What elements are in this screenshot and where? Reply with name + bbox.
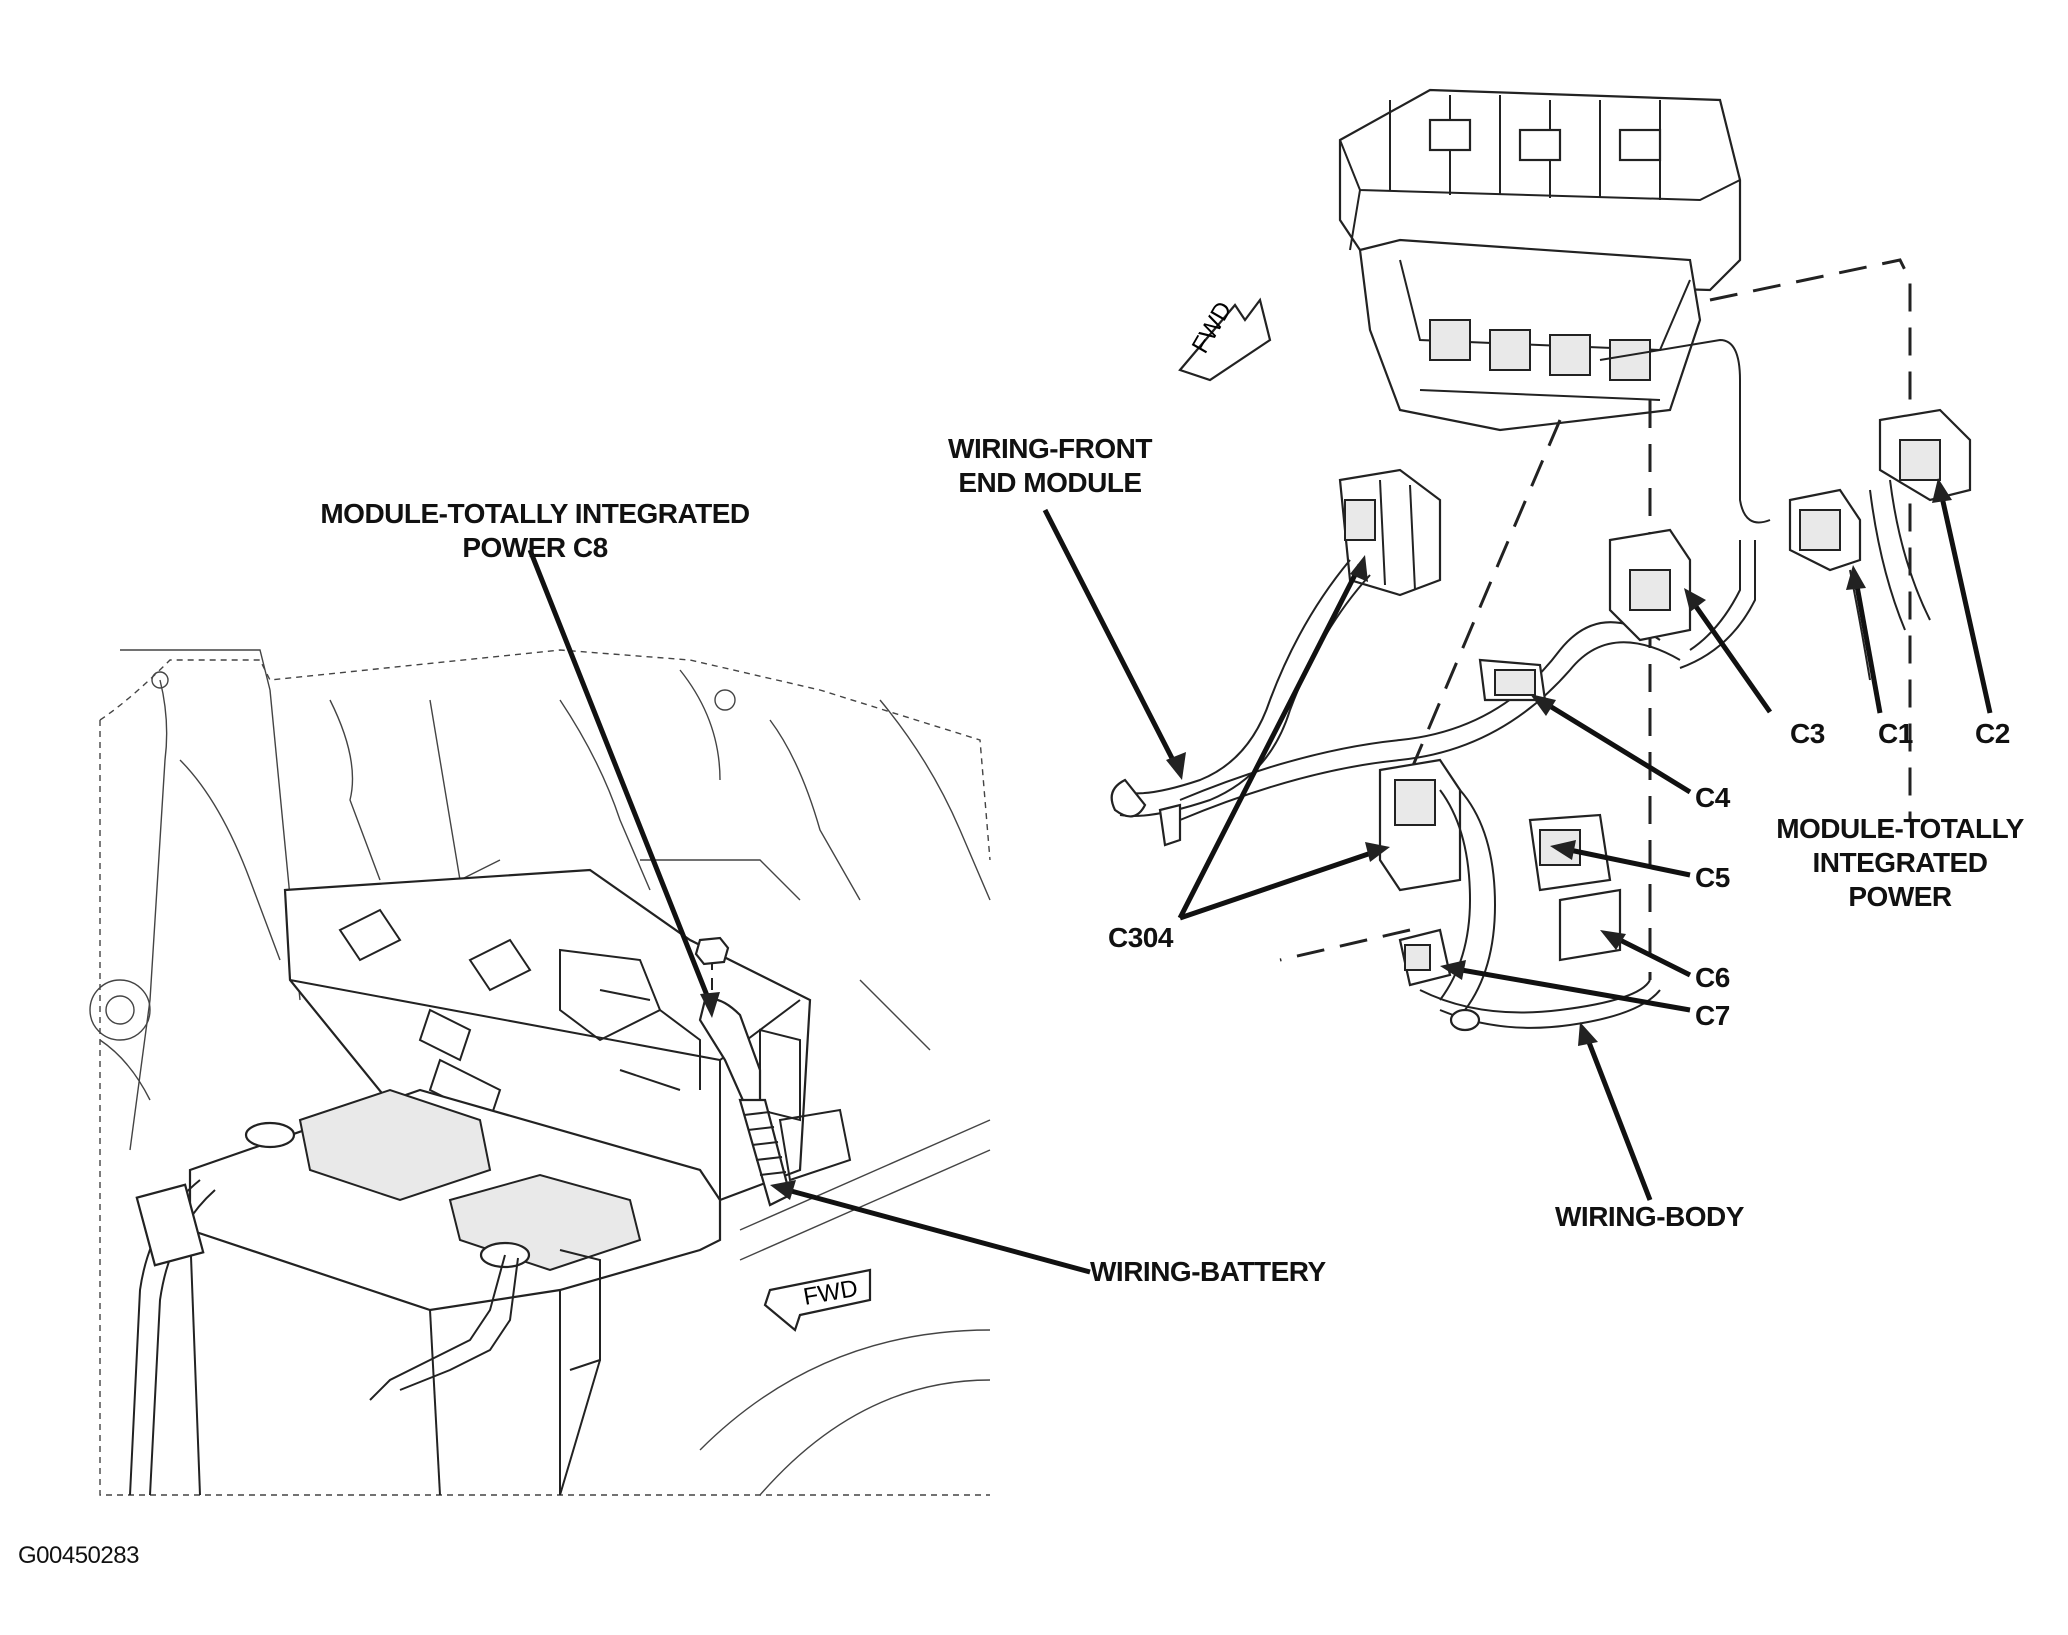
- wiring-body-label: WIRING-BODY: [1555, 1201, 1744, 1232]
- wiring-battery-label: WIRING-BATTERY: [1090, 1256, 1326, 1287]
- leader-lines: [527, 478, 1993, 1275]
- tipm-label-line2: INTEGRATED: [1812, 847, 1988, 878]
- connector-c1-label: C1: [1878, 718, 1913, 749]
- tipm-label-line3: POWER: [1848, 881, 1952, 912]
- tipm-c8-label-line1: MODULE-TOTALLY INTEGRATED: [320, 498, 750, 529]
- figure-code: G00450283: [18, 1542, 139, 1569]
- connector-c6-label: C6: [1695, 962, 1730, 993]
- engine-bay-illustration: FWD: [89, 649, 991, 1496]
- tipm-c8-label: MODULE-TOTALLY INTEGRATED POWER C8: [285, 497, 785, 565]
- connector-c5-label: C5: [1695, 862, 1730, 893]
- wiring-front-end-module-label: WIRING-FRONT END MODULE: [900, 432, 1200, 500]
- connector-c3-label: C3: [1790, 718, 1825, 749]
- tipm-c8-label-line2: POWER C8: [462, 532, 608, 563]
- connector-c7-label: C7: [1695, 1000, 1730, 1031]
- tipm-label-line1: MODULE-TOTALLY: [1776, 813, 2024, 844]
- svg-text:FWD: FWD: [801, 1275, 860, 1311]
- wiring-front-label-line2: END MODULE: [958, 467, 1142, 498]
- connector-c2-label: C2: [1975, 718, 2010, 749]
- wiring-front-label-line1: WIRING-FRONT: [948, 433, 1152, 464]
- tipm-label: MODULE-TOTALLY INTEGRATED POWER: [1750, 812, 2050, 914]
- connector-c304-label: C304: [1108, 922, 1173, 953]
- tipm-module-illustration: FWD: [1110, 88, 1972, 1032]
- connector-c4-label: C4: [1695, 782, 1730, 813]
